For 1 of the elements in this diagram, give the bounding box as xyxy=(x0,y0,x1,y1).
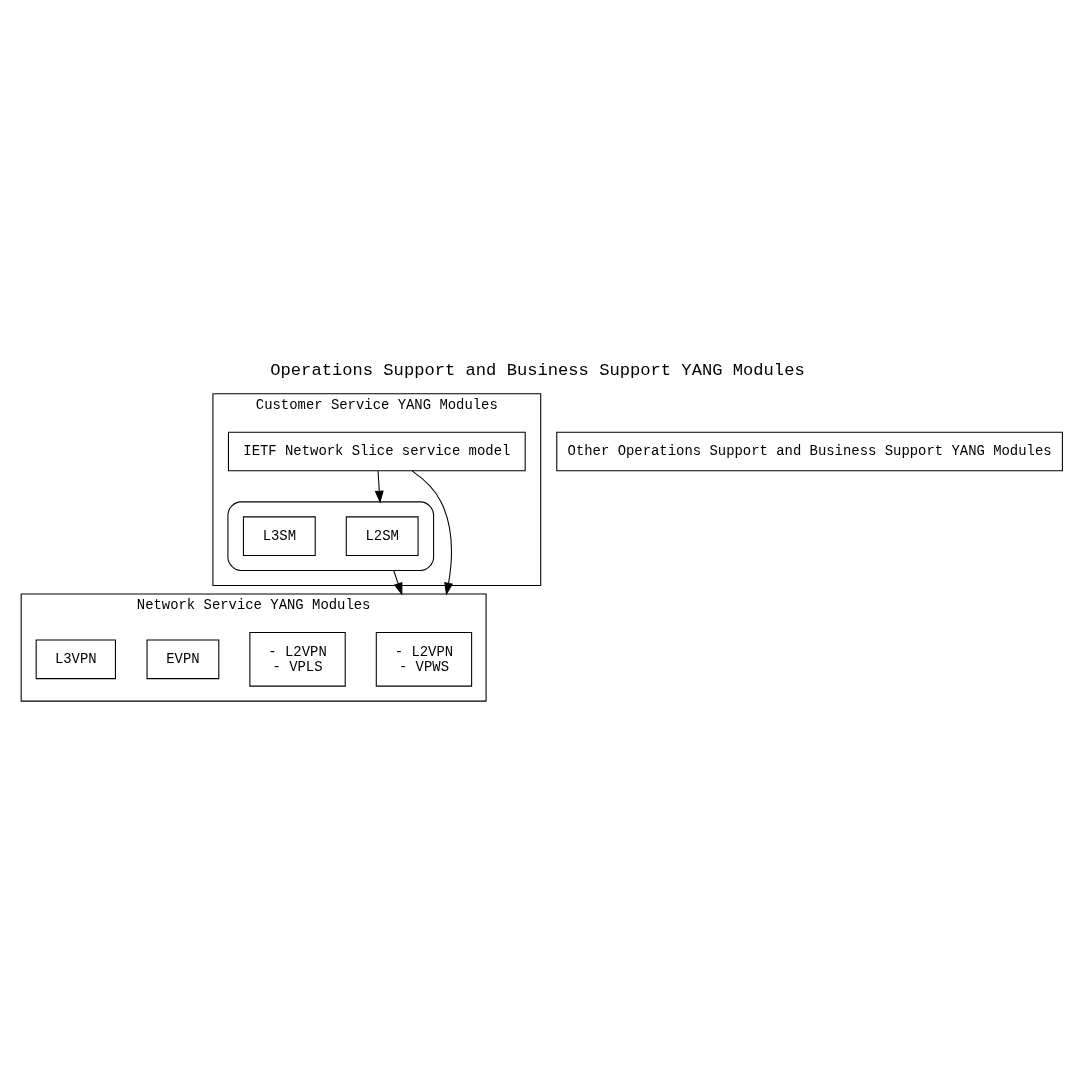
diagram-title: Operations Support and Business Support YANG Modules xyxy=(270,360,805,380)
